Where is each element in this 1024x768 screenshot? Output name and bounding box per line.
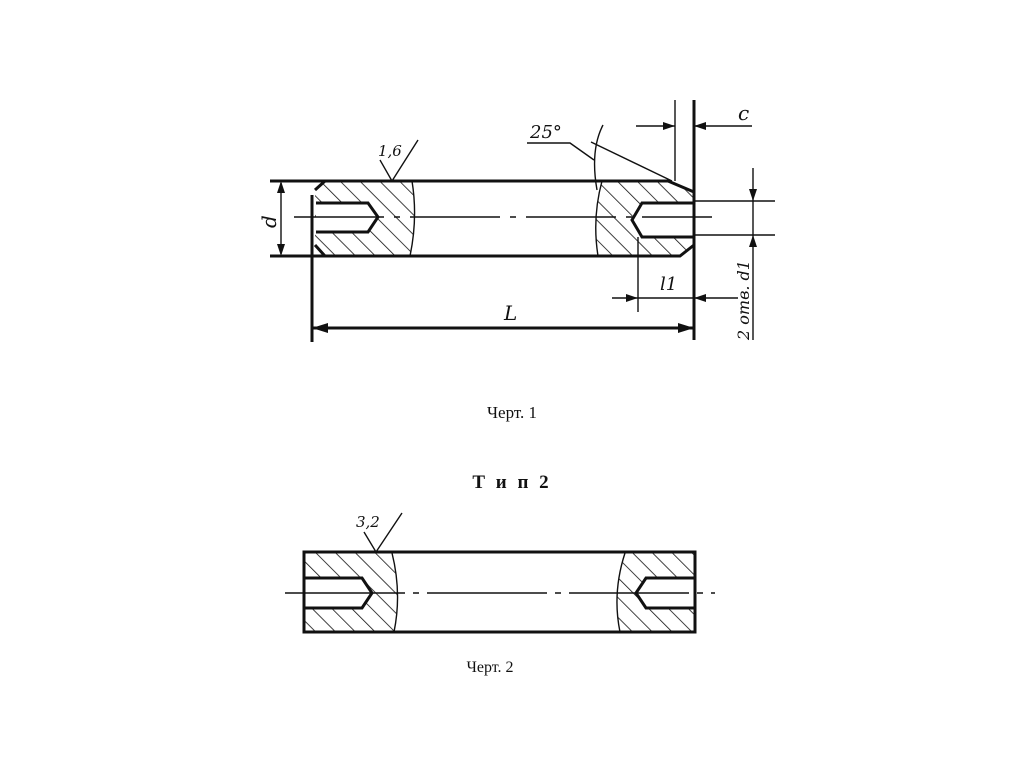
d-label: d <box>257 215 281 228</box>
right-section-hatch <box>616 553 694 632</box>
arrow <box>749 235 757 247</box>
arrow <box>694 122 706 130</box>
left-section-hatch <box>305 553 398 632</box>
pin-outline <box>270 179 695 258</box>
arrow <box>663 122 675 130</box>
roughness-symbol <box>363 512 403 554</box>
angle-arc <box>593 124 604 191</box>
roughness-value: 1,6 <box>378 142 402 160</box>
roughness-symbol <box>379 139 419 183</box>
arrow <box>694 294 706 302</box>
left-section-hatch <box>315 181 415 256</box>
arrow <box>277 244 285 256</box>
arrow <box>312 323 328 333</box>
break-lines <box>409 180 603 257</box>
figure-2-caption: Черт. 2 <box>466 659 513 676</box>
holes-note: 2 отв. d1 <box>734 260 753 341</box>
type-heading: Т и п 2 <box>472 472 551 493</box>
right-section-hatch <box>595 181 694 256</box>
figure-1-caption: Черт. 1 <box>487 403 537 422</box>
figure-1-pin: 1,6 25° c d L l1 2 отв. d1 <box>257 100 775 342</box>
arrow <box>277 181 285 193</box>
l1-label: l1 <box>660 274 677 295</box>
arrow <box>678 323 694 333</box>
angle-line <box>590 141 673 182</box>
angle-leader <box>527 142 595 161</box>
angle-value: 25° <box>529 122 562 143</box>
pin-outline <box>302 550 697 634</box>
c-label: c <box>738 101 749 125</box>
roughness-value: 3,2 <box>356 513 380 531</box>
arrow <box>749 189 757 201</box>
arrow <box>626 294 638 302</box>
figure-2-pin: 3,2 <box>285 512 715 634</box>
L-label: L <box>503 301 517 325</box>
